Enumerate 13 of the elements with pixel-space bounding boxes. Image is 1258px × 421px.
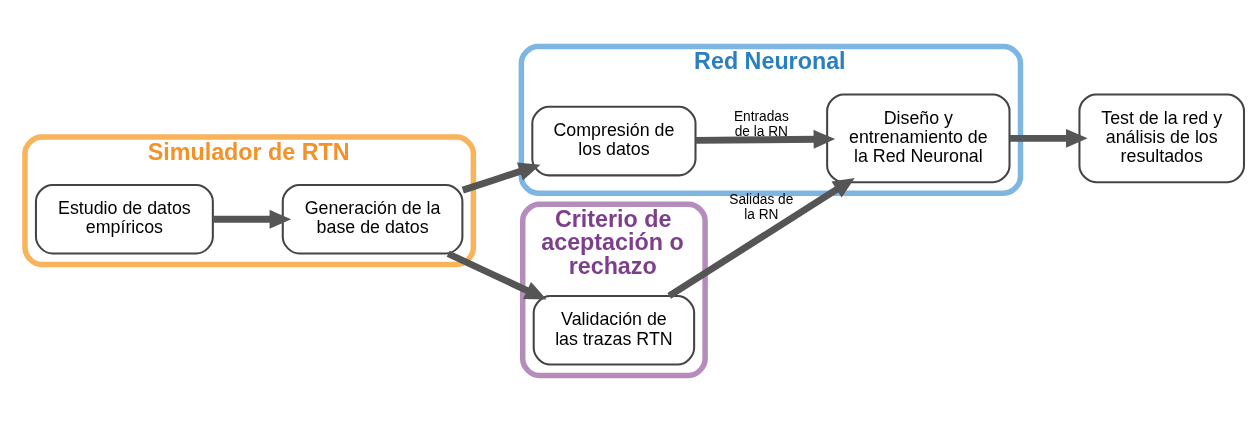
arrow — [213, 209, 292, 229]
arrow — [667, 177, 855, 299]
node-box: Estudio de datos empíricos — [34, 183, 214, 255]
node-box: Diseño y entrenamiento de la Red Neuronal — [826, 92, 1011, 183]
edge-label: Entradas de la RN — [733, 108, 789, 139]
arrow — [461, 161, 541, 193]
node-box: Generación de la base de datos — [281, 183, 464, 255]
node-box: Compresión de los datos — [531, 105, 697, 176]
arrow — [1010, 128, 1088, 148]
arrow — [695, 129, 836, 149]
node-box: Test de la red y análisis de los resultados — [1078, 92, 1245, 183]
node-box: Validación de las trazas RTN — [532, 294, 696, 366]
arrow — [446, 250, 547, 300]
